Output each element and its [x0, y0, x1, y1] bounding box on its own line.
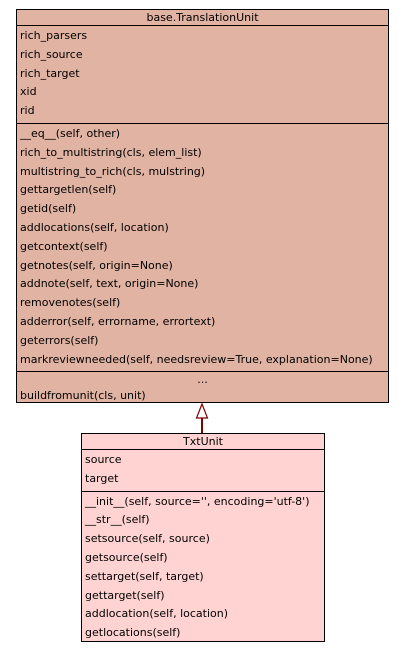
method-row: markreviewneeded(self, needsreview=True,… [20, 352, 373, 366]
attribute-row: rid [20, 104, 35, 118]
derived-class-box: TxtUnit source target __init__(self, sour… [81, 433, 325, 642]
method-row: settarget(self, target) [85, 569, 204, 583]
base-class-extra-methods: ... buildfromunit(cls, unit) [17, 372, 388, 408]
method-row: __eq__(self, other) [20, 126, 121, 140]
method-row: addnote(self, text, origin=None) [20, 277, 199, 291]
base-class-box: base.TranslationUnit rich_parsers rich_so… [16, 9, 389, 403]
base-class-title: base.TranslationUnit [17, 10, 388, 26]
method-row: rich_to_multistring(cls, elem_list) [20, 145, 202, 159]
method-row: __str__(self) [85, 513, 150, 527]
attribute-row: target [85, 471, 119, 485]
method-row: getcontext(self) [20, 239, 108, 253]
method-row: multistring_to_rich(cls, mulstring) [20, 164, 206, 178]
method-row: geterrors(self) [20, 333, 99, 347]
attribute-row: rich_parsers [20, 29, 88, 42]
derived-class-methods: __init__(self, source='', encoding='utf-… [82, 492, 324, 645]
method-row: addlocations(self, location) [20, 220, 169, 234]
attribute-row: rich_source [20, 47, 83, 61]
method-row: setsource(self, source) [85, 532, 210, 546]
derived-class-title: TxtUnit [82, 434, 324, 450]
inheritance-arrowhead [195, 402, 209, 419]
method-row: gettarget(self) [85, 588, 165, 602]
attribute-row: source [85, 453, 122, 466]
method-row: gettargetlen(self) [20, 183, 117, 197]
method-row: getnotes(self, origin=None) [20, 258, 173, 272]
base-class-methods: __eq__(self, other) rich_to_multistring(c… [17, 124, 388, 373]
attribute-row: rich_target [20, 66, 80, 80]
method-row: addlocation(self, location) [85, 607, 228, 621]
method-row: removenotes(self) [20, 296, 121, 310]
method-row: getlocations(self) [85, 626, 181, 640]
derived-class-attributes: source target [82, 450, 324, 492]
method-row: buildfromunit(cls, unit) [20, 389, 146, 403]
method-row: __init__(self, source='', encoding='utf-… [85, 494, 310, 508]
attribute-row: xid [20, 85, 37, 99]
method-row: adderror(self, errorname, errortext) [20, 314, 216, 328]
method-row: getid(self) [20, 202, 77, 216]
method-row: getsource(self) [85, 550, 168, 564]
base-class-ellipsis: ... [197, 373, 208, 387]
